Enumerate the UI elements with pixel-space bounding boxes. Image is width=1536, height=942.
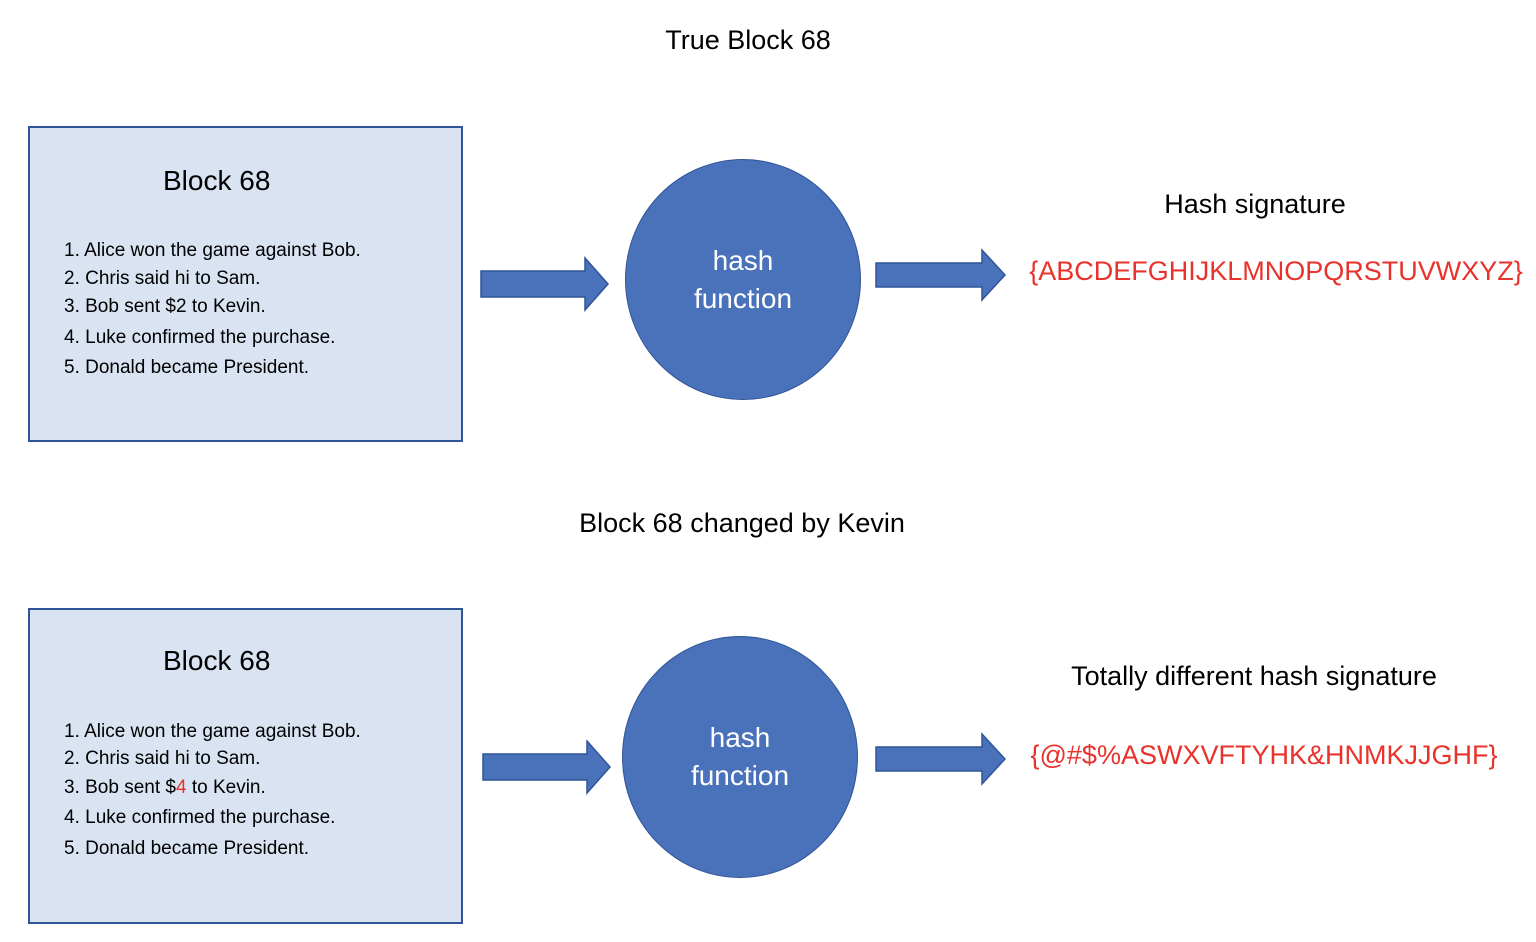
block-card-true: Block 68 1. Alice won the game against B… bbox=[28, 126, 463, 442]
section-title-changed-block: Block 68 changed by Kevin bbox=[579, 508, 905, 538]
transaction-text: 3. Bob sent $ bbox=[64, 777, 176, 798]
block-card-changed: Block 68 1. Alice won the game against B… bbox=[28, 608, 463, 924]
hash-function-label-line2: function bbox=[690, 760, 790, 791]
transaction-item: 2. Chris said hi to Sam. bbox=[64, 748, 261, 769]
hash-function-node-changed: hash function bbox=[622, 636, 858, 878]
transaction-item: 4. Luke confirmed the purchase. bbox=[64, 807, 336, 828]
hash-signature-label: Hash signature bbox=[1164, 189, 1346, 219]
block-title: Block 68 bbox=[163, 165, 271, 196]
hash-function-label-line2: function bbox=[693, 282, 793, 314]
arrow-right-icon bbox=[482, 740, 612, 795]
hash-function-node-true: hash function bbox=[625, 159, 861, 400]
hash-signature-value: {ABCDEFGHIJKLMNOPQRSTUVWXYZ} bbox=[1029, 256, 1523, 286]
hash-function-label-line1: hash bbox=[709, 722, 771, 753]
transaction-list: 1. Alice won the game against Bob. 2. Ch… bbox=[64, 240, 361, 385]
transaction-item: 5. Donald became President. bbox=[64, 838, 310, 859]
transaction-list: 1. Alice won the game against Bob. 2. Ch… bbox=[64, 721, 361, 866]
arrow-right-icon bbox=[480, 256, 610, 312]
arrow-right-icon bbox=[875, 732, 1007, 786]
section-title-true-block: True Block 68 bbox=[665, 25, 831, 55]
hash-signature-value: {@#$%ASWXVFTYHK&HNMKJJGHF} bbox=[1030, 740, 1498, 770]
transaction-item: 3. Bob sent $2 to Kevin. bbox=[64, 296, 266, 317]
hash-signature-label: Totally different hash signature bbox=[1071, 661, 1437, 691]
transaction-item-changed: 3. Bob sent $4 to Kevin. bbox=[64, 777, 361, 807]
block-title: Block 68 bbox=[163, 645, 271, 676]
transaction-item: 1. Alice won the game against Bob. bbox=[64, 240, 361, 261]
changed-amount: 4 bbox=[175, 777, 187, 798]
transaction-text: to Kevin. bbox=[186, 777, 266, 798]
transaction-item: 1. Alice won the game against Bob. bbox=[64, 721, 361, 742]
transaction-item: 2. Chris said hi to Sam. bbox=[64, 268, 261, 289]
arrow-right-icon bbox=[875, 248, 1007, 302]
transaction-item: 4. Luke confirmed the purchase. bbox=[64, 327, 336, 348]
hash-function-label-line1: hash bbox=[712, 244, 774, 276]
transaction-item: 5. Donald became President. bbox=[64, 357, 310, 378]
